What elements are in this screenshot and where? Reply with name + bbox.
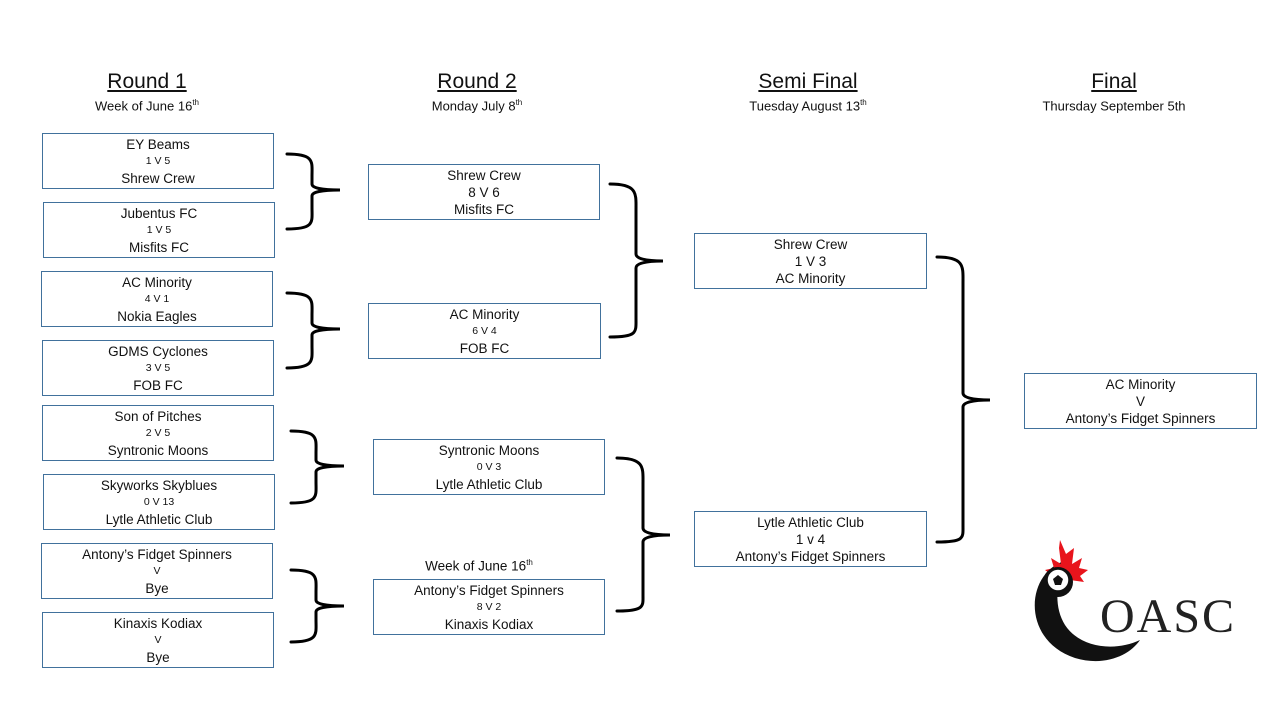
match-score: 1 V 5	[146, 223, 172, 236]
team-1: Kinaxis Kodiax	[113, 615, 203, 631]
team-2: Lytle Athletic Club	[435, 476, 543, 492]
team-2: Antony’s Fidget Spinners	[1065, 410, 1216, 426]
bracket-r1-a	[285, 152, 341, 231]
team-1: Shrew Crew	[447, 167, 521, 183]
team-2: Bye	[146, 649, 170, 665]
round-1-header: Round 1 Week of June 16th	[27, 70, 267, 113]
team-1: Son of Pitches	[114, 408, 202, 424]
round2-match-4-note: Week of June 16th	[425, 558, 533, 574]
match-score: 4 V 1	[144, 292, 170, 305]
round-date: Monday July 8th	[431, 98, 523, 114]
round1-match-8: Kinaxis Kodiax V Bye	[42, 612, 274, 668]
match-score: V	[1135, 393, 1145, 409]
bracket-r1-d	[289, 568, 345, 644]
team-2: Antony’s Fidget Spinners	[735, 548, 886, 564]
round2-match-1: Shrew Crew 8 V 6 Misfits FC	[368, 164, 600, 220]
match-score: V	[153, 564, 161, 577]
round-2-header: Round 2 Monday July 8th	[357, 70, 597, 113]
match-score: 8 V 2	[476, 600, 502, 613]
bracket-r1-c	[289, 429, 345, 505]
semi-match-2: Lytle Athletic Club 1 v 4 Antony’s Fidge…	[694, 511, 927, 567]
team-2: Shrew Crew	[121, 170, 195, 186]
team-1: AC Minority	[449, 306, 520, 322]
team-2: Bye	[145, 580, 169, 596]
team-2: Misfits FC	[454, 201, 514, 217]
round-title: Round 1	[107, 70, 187, 93]
match-score: 0 V 13	[143, 495, 175, 508]
team-1: EY Beams	[126, 136, 190, 152]
team-2: AC Minority	[775, 270, 846, 286]
match-score: 1 V 5	[145, 154, 171, 167]
match-score: 0 V 3	[476, 460, 502, 473]
round-date: Week of June 16th	[95, 98, 199, 114]
team-1: Shrew Crew	[773, 236, 848, 252]
team-2: FOB FC	[459, 340, 510, 356]
team-1: Skyworks Skyblues	[100, 477, 218, 493]
bracket-semi	[935, 255, 991, 544]
match-score: 3 V 5	[145, 361, 171, 374]
team-1: Lytle Athletic Club	[757, 514, 864, 530]
match-score: 1 V 3	[794, 253, 827, 269]
team-2: FOB FC	[133, 377, 183, 393]
team-1: Syntronic Moons	[438, 442, 540, 458]
team-1: Jubentus FC	[120, 205, 198, 221]
round1-match-6: Skyworks Skyblues 0 V 13 Lytle Athletic …	[43, 474, 275, 530]
team-2: Misfits FC	[129, 239, 189, 255]
team-1: AC Minority	[122, 274, 192, 290]
final-match: AC Minority V Antony’s Fidget Spinners	[1024, 373, 1257, 429]
logo-crescent	[1034, 560, 1140, 662]
round2-match-4: Antony’s Fidget Spinners 8 V 2 Kinaxis K…	[373, 579, 605, 635]
round1-match-3: AC Minority 4 V 1 Nokia Eagles	[41, 271, 273, 327]
bracket-r2-a	[608, 182, 664, 339]
match-score: 6 V 4	[472, 324, 497, 337]
match-score: 2 V 5	[145, 426, 171, 439]
round-title: Semi Final	[758, 70, 858, 93]
round2-match-3: Syntronic Moons 0 V 3 Lytle Athletic Clu…	[373, 439, 605, 495]
match-score: 1 v 4	[795, 531, 826, 547]
round2-match-2: AC Minority 6 V 4 FOB FC	[368, 303, 601, 359]
team-2: Nokia Eagles	[117, 308, 197, 324]
team-1: Antony’s Fidget Spinners	[414, 582, 564, 598]
team-2: Kinaxis Kodiax	[444, 616, 534, 632]
round1-match-1: EY Beams 1 V 5 Shrew Crew	[42, 133, 274, 189]
team-2: Syntronic Moons	[107, 442, 209, 458]
match-score: 8 V 6	[468, 184, 500, 200]
final-header: Final Thursday September 5th	[994, 70, 1234, 113]
oasc-logo-graphic: OASC	[1034, 540, 1236, 662]
round-title: Round 2	[437, 70, 517, 93]
match-score: V	[154, 633, 162, 646]
round-date: Tuesday August 13th	[749, 98, 867, 114]
bracket-r2-b	[615, 456, 671, 613]
round1-match-2: Jubentus FC 1 V 5 Misfits FC	[43, 202, 275, 258]
round1-match-4: GDMS Cyclones 3 V 5 FOB FC	[42, 340, 274, 396]
round1-match-7: Antony’s Fidget Spinners V Bye	[41, 543, 273, 599]
team-2: Lytle Athletic Club	[105, 511, 213, 527]
oasc-logo: OASC	[1020, 530, 1240, 670]
round-title: Final	[1091, 70, 1137, 93]
round1-match-5: Son of Pitches 2 V 5 Syntronic Moons	[42, 405, 274, 461]
bracket-r1-b	[285, 291, 341, 370]
team-1: Antony’s Fidget Spinners	[82, 546, 232, 562]
round-date: Thursday September 5th	[1042, 98, 1186, 114]
team-1: AC Minority	[1105, 376, 1176, 392]
logo-text: OASC	[1100, 590, 1236, 643]
logo-ball-patch	[1053, 575, 1063, 585]
semi-match-1: Shrew Crew 1 V 3 AC Minority	[694, 233, 927, 289]
semi-final-header: Semi Final Tuesday August 13th	[688, 70, 928, 113]
team-1: GDMS Cyclones	[108, 343, 208, 359]
